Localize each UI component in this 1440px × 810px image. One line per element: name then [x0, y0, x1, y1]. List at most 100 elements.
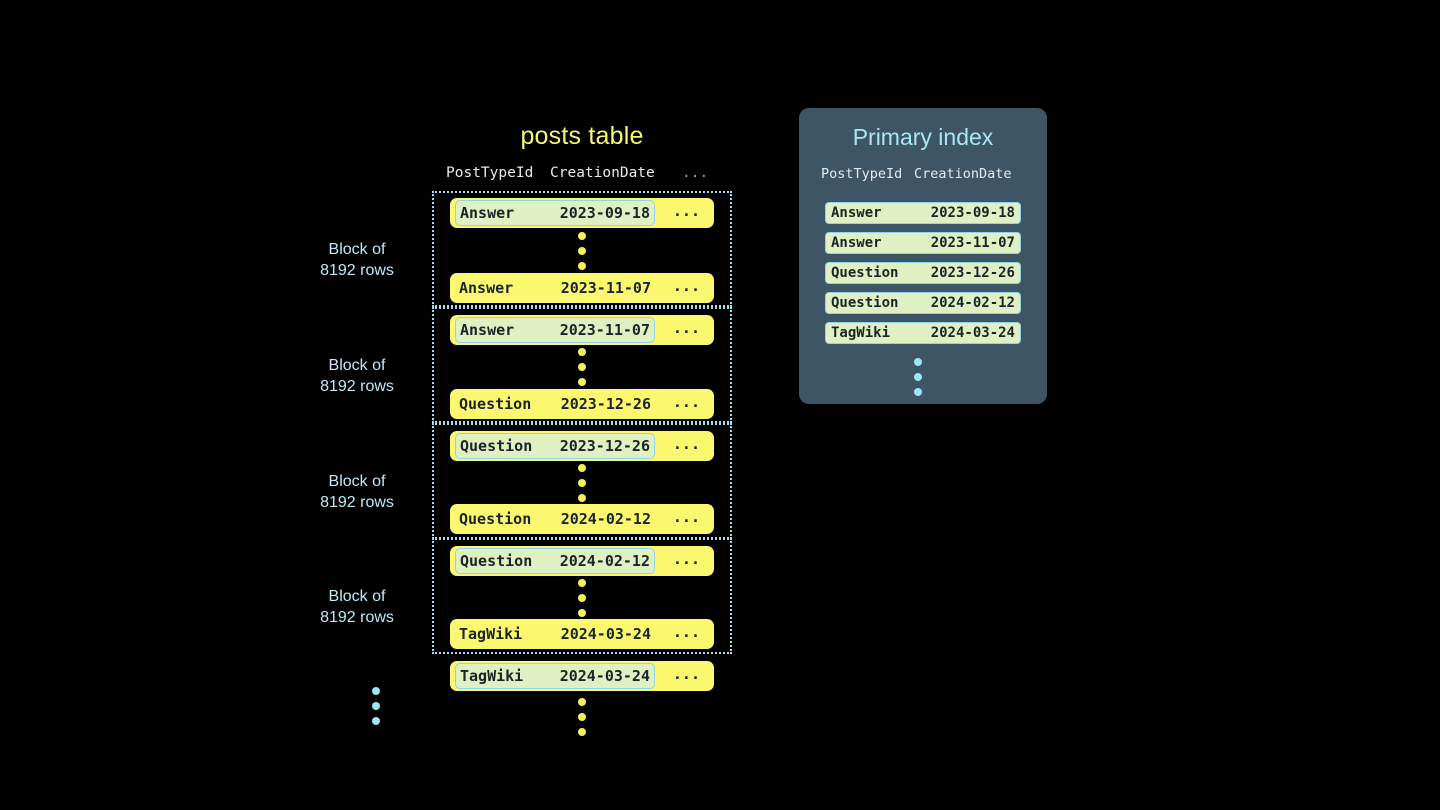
cell-more: ...	[672, 550, 700, 568]
row-key-cells: Question 2023-12-26	[455, 433, 655, 459]
dot	[578, 363, 586, 371]
block-label-line2: 8192 rows	[320, 378, 394, 395]
table-row[interactable]: Answer 2023-09-18 ...	[450, 198, 714, 228]
primary-index-column-headers: PostTypeId CreationDate	[821, 166, 1027, 182]
dot	[578, 698, 586, 706]
blocks-continue-dots	[371, 687, 381, 725]
table-block	[432, 538, 732, 654]
dot	[578, 728, 586, 736]
block-label-line1: Block of	[328, 241, 386, 258]
dot	[578, 579, 586, 587]
dot	[914, 373, 922, 381]
row-ellipsis-dots	[577, 579, 587, 617]
cell-creationdate: 2023-09-18	[559, 204, 650, 222]
dot	[578, 262, 586, 270]
row-key-cells: Question 2023-12-26	[455, 391, 655, 417]
row-ellipsis-dots	[577, 232, 587, 270]
block-label-line2: 8192 rows	[320, 609, 394, 626]
block-label-line2: 8192 rows	[320, 262, 394, 279]
cell-posttypeid: Question	[460, 437, 533, 455]
dot	[372, 717, 380, 725]
column-header-more: ...	[682, 165, 709, 181]
cell-posttypeid: Question	[459, 510, 532, 528]
primary-index-panel: Primary index PostTypeId CreationDate An…	[799, 108, 1047, 404]
cell-posttypeid: Answer	[831, 205, 882, 221]
dot	[578, 479, 586, 487]
dot	[578, 232, 586, 240]
row-key-cells: Question 2024-02-12	[455, 506, 655, 532]
cell-more: ...	[672, 319, 700, 337]
index-entry[interactable]: Question 2024-02-12	[825, 292, 1021, 314]
cell-posttypeid: TagWiki	[831, 325, 891, 341]
posts-table-column-headers: PostTypeId CreationDate ...	[446, 165, 718, 181]
table-block	[432, 307, 732, 423]
cell-creationdate: 2024-02-12	[930, 295, 1015, 311]
table-row[interactable]: Answer 2023-11-07 ...	[450, 273, 714, 303]
cell-posttypeid: Answer	[459, 279, 514, 297]
cell-creationdate: 2023-12-26	[559, 437, 650, 455]
table-continues-dots	[577, 698, 587, 736]
dot	[372, 702, 380, 710]
block-label-line2: 8192 rows	[320, 494, 394, 511]
row-key-cells: Answer 2023-11-07	[455, 317, 655, 343]
row-ellipsis-dots	[577, 464, 587, 502]
column-header-posttypeid: PostTypeId	[821, 166, 903, 182]
block-label-line1: Block of	[328, 588, 386, 605]
cell-creationdate: 2023-12-26	[930, 265, 1015, 281]
row-key-cells: Question 2024-02-12	[455, 548, 655, 574]
table-block	[432, 191, 732, 307]
cell-more: ...	[672, 435, 700, 453]
column-header-creationdate: CreationDate	[914, 166, 1012, 182]
table-row[interactable]: Question 2023-12-26 ...	[450, 431, 714, 461]
cell-creationdate: 2024-03-24	[930, 325, 1015, 341]
primary-index-title: Primary index	[852, 124, 994, 150]
cell-creationdate: 2024-03-24	[559, 667, 650, 685]
dot	[578, 494, 586, 502]
posts-table-section: posts table PostTypeId CreationDate ... …	[292, 122, 732, 736]
cell-creationdate: 2023-11-07	[559, 321, 650, 339]
cell-posttypeid: Question	[459, 395, 532, 413]
row-key-cells: TagWiki 2024-03-24	[455, 621, 655, 647]
row-key-cells: Answer 2023-11-07	[455, 275, 655, 301]
table-row[interactable]: Answer 2023-11-07 ...	[450, 315, 714, 345]
cell-more: ...	[672, 508, 700, 526]
cell-posttypeid: Question	[831, 295, 899, 311]
column-header-creationdate: CreationDate	[550, 165, 655, 181]
cell-creationdate: 2023-11-07	[560, 279, 651, 297]
row-ellipsis-dots	[577, 348, 587, 386]
cell-posttypeid: Answer	[831, 235, 882, 251]
dot	[578, 247, 586, 255]
index-entry[interactable]: Answer 2023-09-18	[825, 202, 1021, 224]
index-entry[interactable]: Question 2023-12-26	[825, 262, 1021, 284]
cell-creationdate: 2023-11-07	[930, 235, 1015, 251]
dot	[578, 594, 586, 602]
dot	[372, 687, 380, 695]
cell-posttypeid: Answer	[460, 204, 515, 222]
table-row[interactable]: TagWiki 2024-03-24 ...	[450, 619, 714, 649]
index-continues-dots	[913, 358, 923, 396]
cell-posttypeid: TagWiki	[459, 625, 523, 643]
dot	[914, 388, 922, 396]
dot	[914, 358, 922, 366]
row-key-cells: Answer 2023-09-18	[455, 200, 655, 226]
block-label: Block of 8192 rows	[292, 586, 422, 628]
primary-index-rows: Answer 2023-09-18 Answer 2023-11-07 Ques…	[825, 202, 1021, 352]
dot	[578, 609, 586, 617]
column-header-posttypeid: PostTypeId	[446, 165, 534, 181]
index-entry[interactable]: Answer 2023-11-07	[825, 232, 1021, 254]
dot	[578, 378, 586, 386]
cell-creationdate: 2024-02-12	[560, 510, 651, 528]
cell-more: ...	[672, 623, 700, 641]
table-row[interactable]: Question 2024-02-12 ...	[450, 546, 714, 576]
index-entry[interactable]: TagWiki 2024-03-24	[825, 322, 1021, 344]
cell-posttypeid: Question	[831, 265, 899, 281]
cell-creationdate: 2024-02-12	[559, 552, 650, 570]
dot	[578, 348, 586, 356]
table-row[interactable]: Question 2023-12-26 ...	[450, 389, 714, 419]
block-label-line1: Block of	[328, 357, 386, 374]
cell-more: ...	[672, 277, 700, 295]
cell-posttypeid: Question	[460, 552, 533, 570]
table-row[interactable]: TagWiki 2024-03-24 ...	[450, 661, 714, 691]
table-row[interactable]: Question 2024-02-12 ...	[450, 504, 714, 534]
posts-table-title: posts table	[520, 122, 644, 150]
